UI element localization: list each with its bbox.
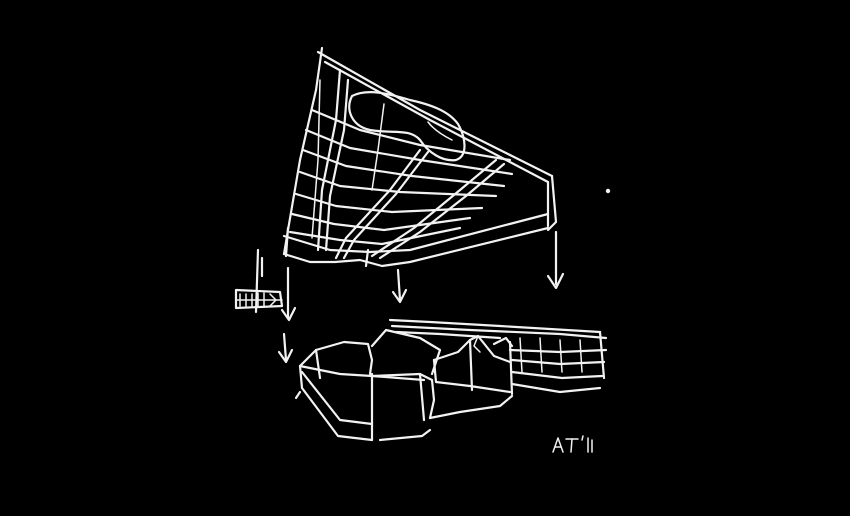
down-arrows: [277, 230, 565, 364]
side-detail: [234, 248, 284, 314]
sketch-dot: [605, 188, 611, 194]
room-interior: [294, 318, 608, 442]
signature: [552, 435, 593, 453]
ceiling-grid: [282, 46, 558, 268]
